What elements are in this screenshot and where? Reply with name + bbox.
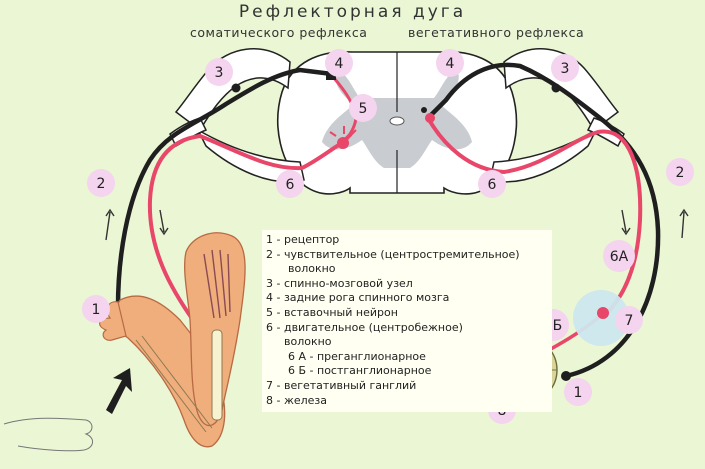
radius-bone bbox=[135, 335, 213, 433]
marker-1-left: 1 bbox=[82, 295, 110, 323]
marker-4-left: 4 bbox=[325, 49, 353, 77]
marker-3-right-label: 3 bbox=[561, 61, 570, 77]
marker-6a-label: 6А bbox=[610, 249, 629, 265]
legend-item-4: 4 - задние рога спинного мозга bbox=[266, 291, 450, 305]
legend-item-2: 2 - чувствительное (центростремительное) bbox=[266, 247, 520, 261]
right-preganglionic-fiber bbox=[426, 116, 643, 316]
marker-4-right: 4 bbox=[436, 49, 464, 77]
left-ganglion-neuron bbox=[231, 83, 241, 93]
right-receptor-end bbox=[561, 371, 571, 381]
left-dorsal-root bbox=[174, 48, 291, 132]
right-up-arrow-icon bbox=[679, 208, 689, 239]
arm-illustration bbox=[3, 232, 246, 452]
legend-item-2-continued: волокно bbox=[288, 262, 336, 276]
somatic-subtitle: соматического рефлекса bbox=[190, 25, 368, 40]
stimulus-arrow-icon bbox=[106, 368, 132, 414]
marker-6a: 6А bbox=[603, 240, 635, 272]
marker-5: 5 bbox=[349, 94, 377, 122]
right-sensory-terminal bbox=[421, 107, 427, 113]
marker-3-right: 3 bbox=[551, 54, 579, 82]
legend-item-7: 7 - вегетативный ганглий bbox=[266, 378, 417, 392]
marker-6-left-label: 6 bbox=[286, 177, 295, 193]
marker-4-right-label: 4 bbox=[446, 56, 455, 72]
marker-7: 7 bbox=[615, 306, 643, 334]
marker-7-label: 7 bbox=[625, 313, 634, 329]
left-down-arrow-icon bbox=[159, 209, 169, 236]
diagram-title: Рефлекторная дуга bbox=[238, 2, 467, 22]
right-down-arrow-icon bbox=[621, 209, 631, 236]
humerus-bone bbox=[211, 329, 223, 421]
marker-2-right: 2 bbox=[666, 158, 694, 186]
right-ganglion-neuron bbox=[551, 83, 561, 93]
vegetative-subtitle: вегетативного рефлекса bbox=[408, 25, 585, 40]
legend-item-6b: 6 Б - постганглионарное bbox=[288, 364, 432, 378]
marker-2-left-label: 2 bbox=[97, 176, 106, 192]
left-dorsal-horn-terminal bbox=[326, 72, 336, 80]
marker-3-left-label: 3 bbox=[215, 65, 224, 81]
ganglion-neuron bbox=[597, 307, 609, 319]
marker-6-left: 6 bbox=[276, 170, 304, 198]
marker-4-left-label: 4 bbox=[335, 56, 344, 72]
marker-1-left-label: 1 bbox=[92, 302, 101, 318]
left-up-arrow-icon bbox=[105, 208, 115, 241]
marker-2-right-label: 2 bbox=[676, 165, 685, 181]
legend: 1 - рецептор 2 - чувствительное (центрос… bbox=[262, 230, 552, 413]
legend-item-8: 8 - железа bbox=[266, 393, 328, 407]
left-motor-fiber bbox=[147, 133, 352, 322]
marker-3-left: 3 bbox=[205, 58, 233, 86]
marker-1-right: 1 bbox=[564, 378, 592, 406]
biceps-fibers bbox=[203, 249, 231, 319]
marker-2-left: 2 bbox=[87, 169, 115, 197]
marker-6-right: 6 bbox=[478, 170, 506, 198]
legend-item-3: 3 - спинно-мозговой узел bbox=[266, 276, 413, 290]
neuron-bodies bbox=[231, 72, 561, 149]
left-sensory-fiber bbox=[115, 67, 335, 310]
legend-item-5: 5 - вставочный нейрон bbox=[266, 305, 398, 319]
central-canal bbox=[389, 116, 405, 126]
legend-item-6a: 6 А - преганглионарное bbox=[288, 349, 426, 363]
marker-5-label: 5 bbox=[359, 101, 368, 117]
marker-1-right-label: 1 bbox=[574, 385, 583, 401]
left-motor-neuron bbox=[337, 137, 349, 149]
legend-item-6-continued: волокно bbox=[284, 335, 332, 349]
legend-item-6: 6 - двигательное (центробежное) bbox=[266, 320, 463, 334]
direction-arrows bbox=[105, 208, 689, 241]
pointing-hand-outline bbox=[3, 417, 93, 452]
legend-item-1: 1 - рецептор bbox=[266, 233, 340, 246]
left-motor-neuron-dendrites bbox=[329, 126, 357, 137]
right-lateral-neuron bbox=[425, 113, 435, 123]
marker-6-right-label: 6 bbox=[488, 177, 497, 193]
